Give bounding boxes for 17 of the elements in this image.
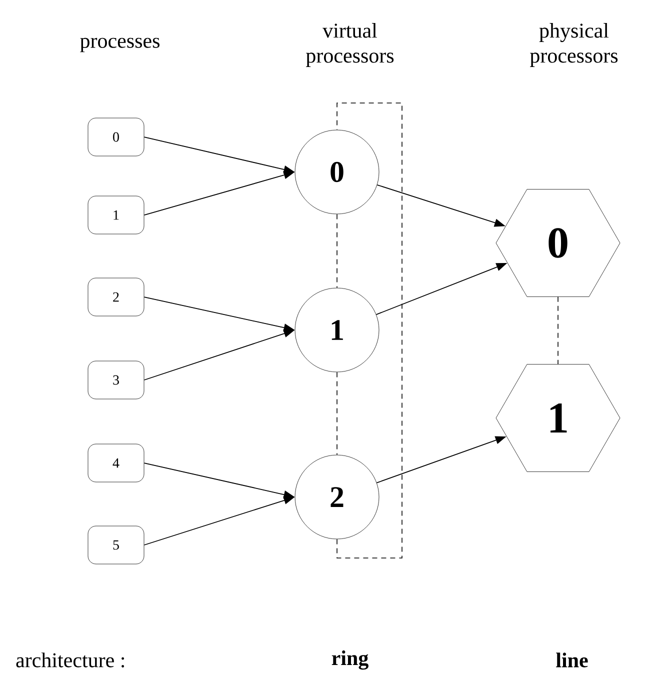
dashed-link bbox=[336, 214, 338, 288]
process-box: 5 bbox=[88, 526, 144, 564]
process-box: 4 bbox=[88, 444, 144, 482]
architecture-name: line bbox=[556, 652, 588, 668]
column-heading: processes bbox=[80, 38, 160, 52]
architecture-name: ring bbox=[332, 650, 368, 670]
dashed-link bbox=[336, 372, 338, 456]
column-heading: physical processors bbox=[530, 22, 618, 68]
column-heading: virtual processors bbox=[306, 22, 394, 68]
physical-processor-hexagon: 0 bbox=[496, 189, 620, 297]
row-label: architecture : bbox=[16, 652, 124, 668]
process-box: 1 bbox=[88, 196, 144, 234]
process-box: 2 bbox=[88, 278, 144, 316]
process-box: 0 bbox=[88, 118, 144, 156]
physical-processor-hexagon: 1 bbox=[496, 364, 620, 472]
process-box: 3 bbox=[88, 360, 144, 400]
ring-link bbox=[336, 102, 402, 558]
